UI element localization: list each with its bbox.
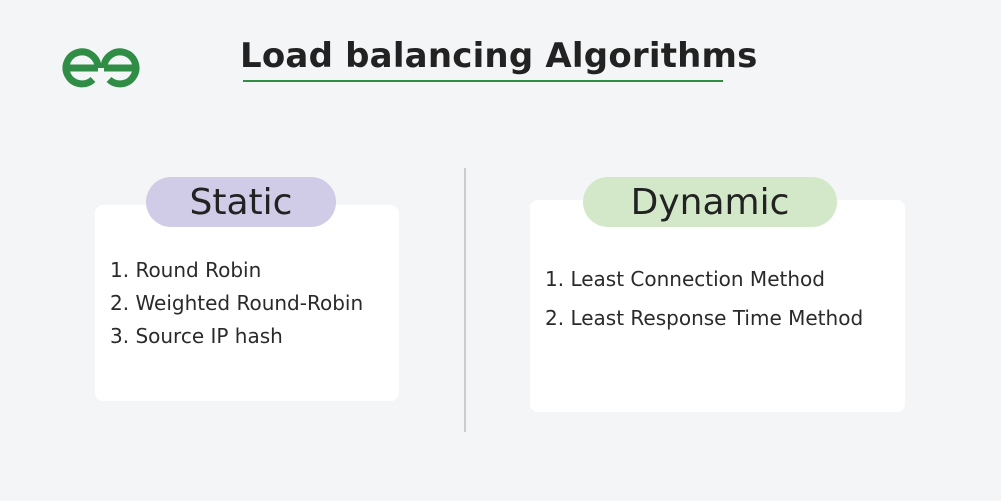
static-algorithm-list: 1. Round Robin 2. Weighted Round-Robin 3… [110,256,363,355]
list-item: 3. Source IP hash [110,324,283,348]
list-item: 1. Round Robin [110,258,262,282]
page-title: Load balancing Algorithms [240,36,758,76]
dynamic-card [530,200,905,412]
list-item: 2. Least Response Time Method [545,306,864,330]
dynamic-algorithm-list: 1. Least Connection Method 2. Least Resp… [545,265,863,343]
title-underline [243,80,723,82]
static-heading-pill: Static [146,177,336,227]
geeksforgeeks-logo-icon [62,48,140,88]
static-card [95,205,399,401]
list-item: 2. Weighted Round-Robin [110,291,364,315]
list-item: 1. Least Connection Method [545,267,825,291]
column-divider [464,168,466,432]
dynamic-heading-pill: Dynamic [583,177,837,227]
